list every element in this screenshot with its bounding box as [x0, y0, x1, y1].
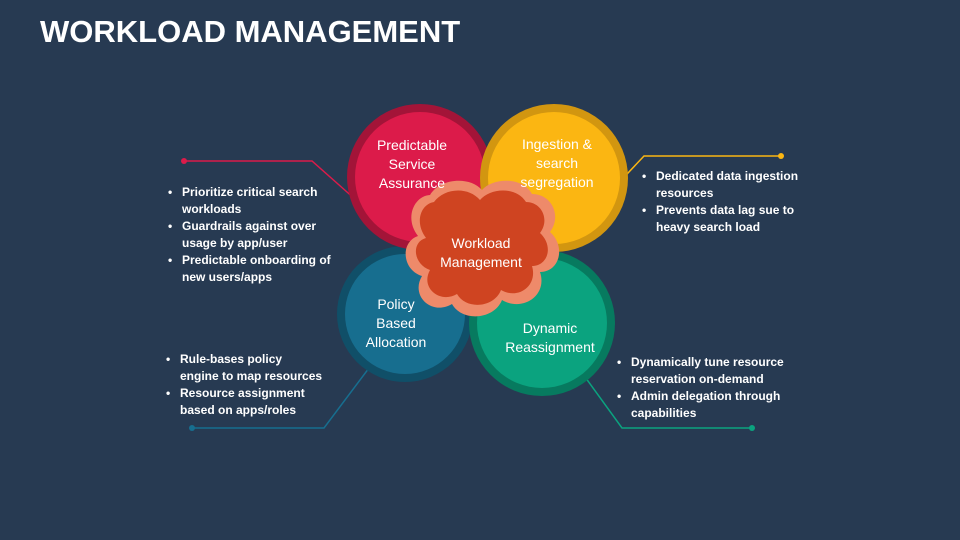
center-blob	[405, 180, 560, 317]
bullets-predictable: Prioritize critical search workloads Gua…	[166, 184, 336, 286]
bullets-policy: Rule-bases policy engine to map resource…	[164, 351, 324, 419]
petal-label-dynamic: Dynamic Reassignment	[505, 320, 595, 355]
list-item: Guardrails against over usage by app/use…	[166, 218, 336, 252]
connector-dot-predictable	[181, 158, 187, 164]
petal-label-predictable: Predictable Service Assurance	[376, 137, 448, 191]
connector-dot-dynamic	[749, 425, 755, 431]
list-item: Dedicated data ingestion resources	[640, 168, 800, 202]
list-item: Admin delegation through capabilities	[615, 388, 793, 422]
connector-dot-ingestion	[778, 153, 784, 159]
slide-title: WORKLOAD MANAGEMENT	[40, 14, 461, 49]
connector-predictable	[184, 160, 357, 201]
list-item: Prioritize critical search workloads	[166, 184, 336, 218]
bullets-ingestion: Dedicated data ingestion resources Preve…	[640, 168, 800, 236]
list-item: Resource assignment based on apps/roles	[164, 385, 324, 419]
list-item: Rule-bases policy engine to map resource…	[164, 351, 324, 385]
list-item: Prevents data lag sue to heavy search lo…	[640, 202, 800, 236]
list-item: Dynamically tune resource reservation on…	[615, 354, 793, 388]
list-item: Predictable onboarding of new users/apps	[166, 252, 336, 286]
petal-label-policy: Policy Based Allocation	[365, 296, 427, 350]
bullets-dynamic: Dynamically tune resource reservation on…	[615, 354, 793, 422]
petal-label-ingestion: Ingestion & search segregation	[520, 136, 594, 190]
connector-dynamic	[579, 369, 752, 429]
center-label: Workload Management	[440, 235, 522, 270]
connector-policy	[192, 363, 373, 429]
connector-dot-policy	[189, 425, 195, 431]
